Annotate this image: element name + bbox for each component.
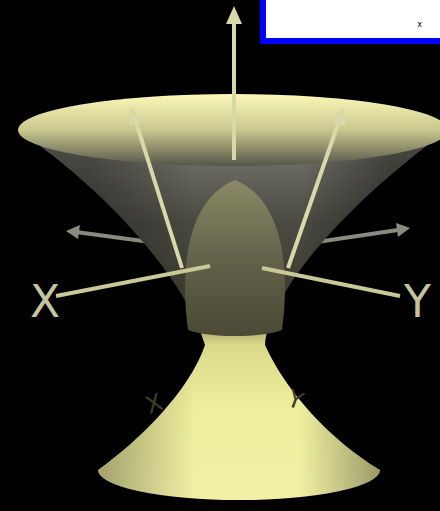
top-rim xyxy=(18,94,440,166)
axis-label: Y xyxy=(404,280,431,324)
axis-label: X xyxy=(30,280,60,324)
throat xyxy=(185,180,285,336)
hyperboloid-surface xyxy=(18,130,440,500)
box-text: x xyxy=(417,20,422,29)
surface-shading xyxy=(18,130,440,500)
axis-label: X xyxy=(142,390,166,418)
axis-arrows xyxy=(56,6,400,296)
caption-box: x xyxy=(260,0,440,44)
